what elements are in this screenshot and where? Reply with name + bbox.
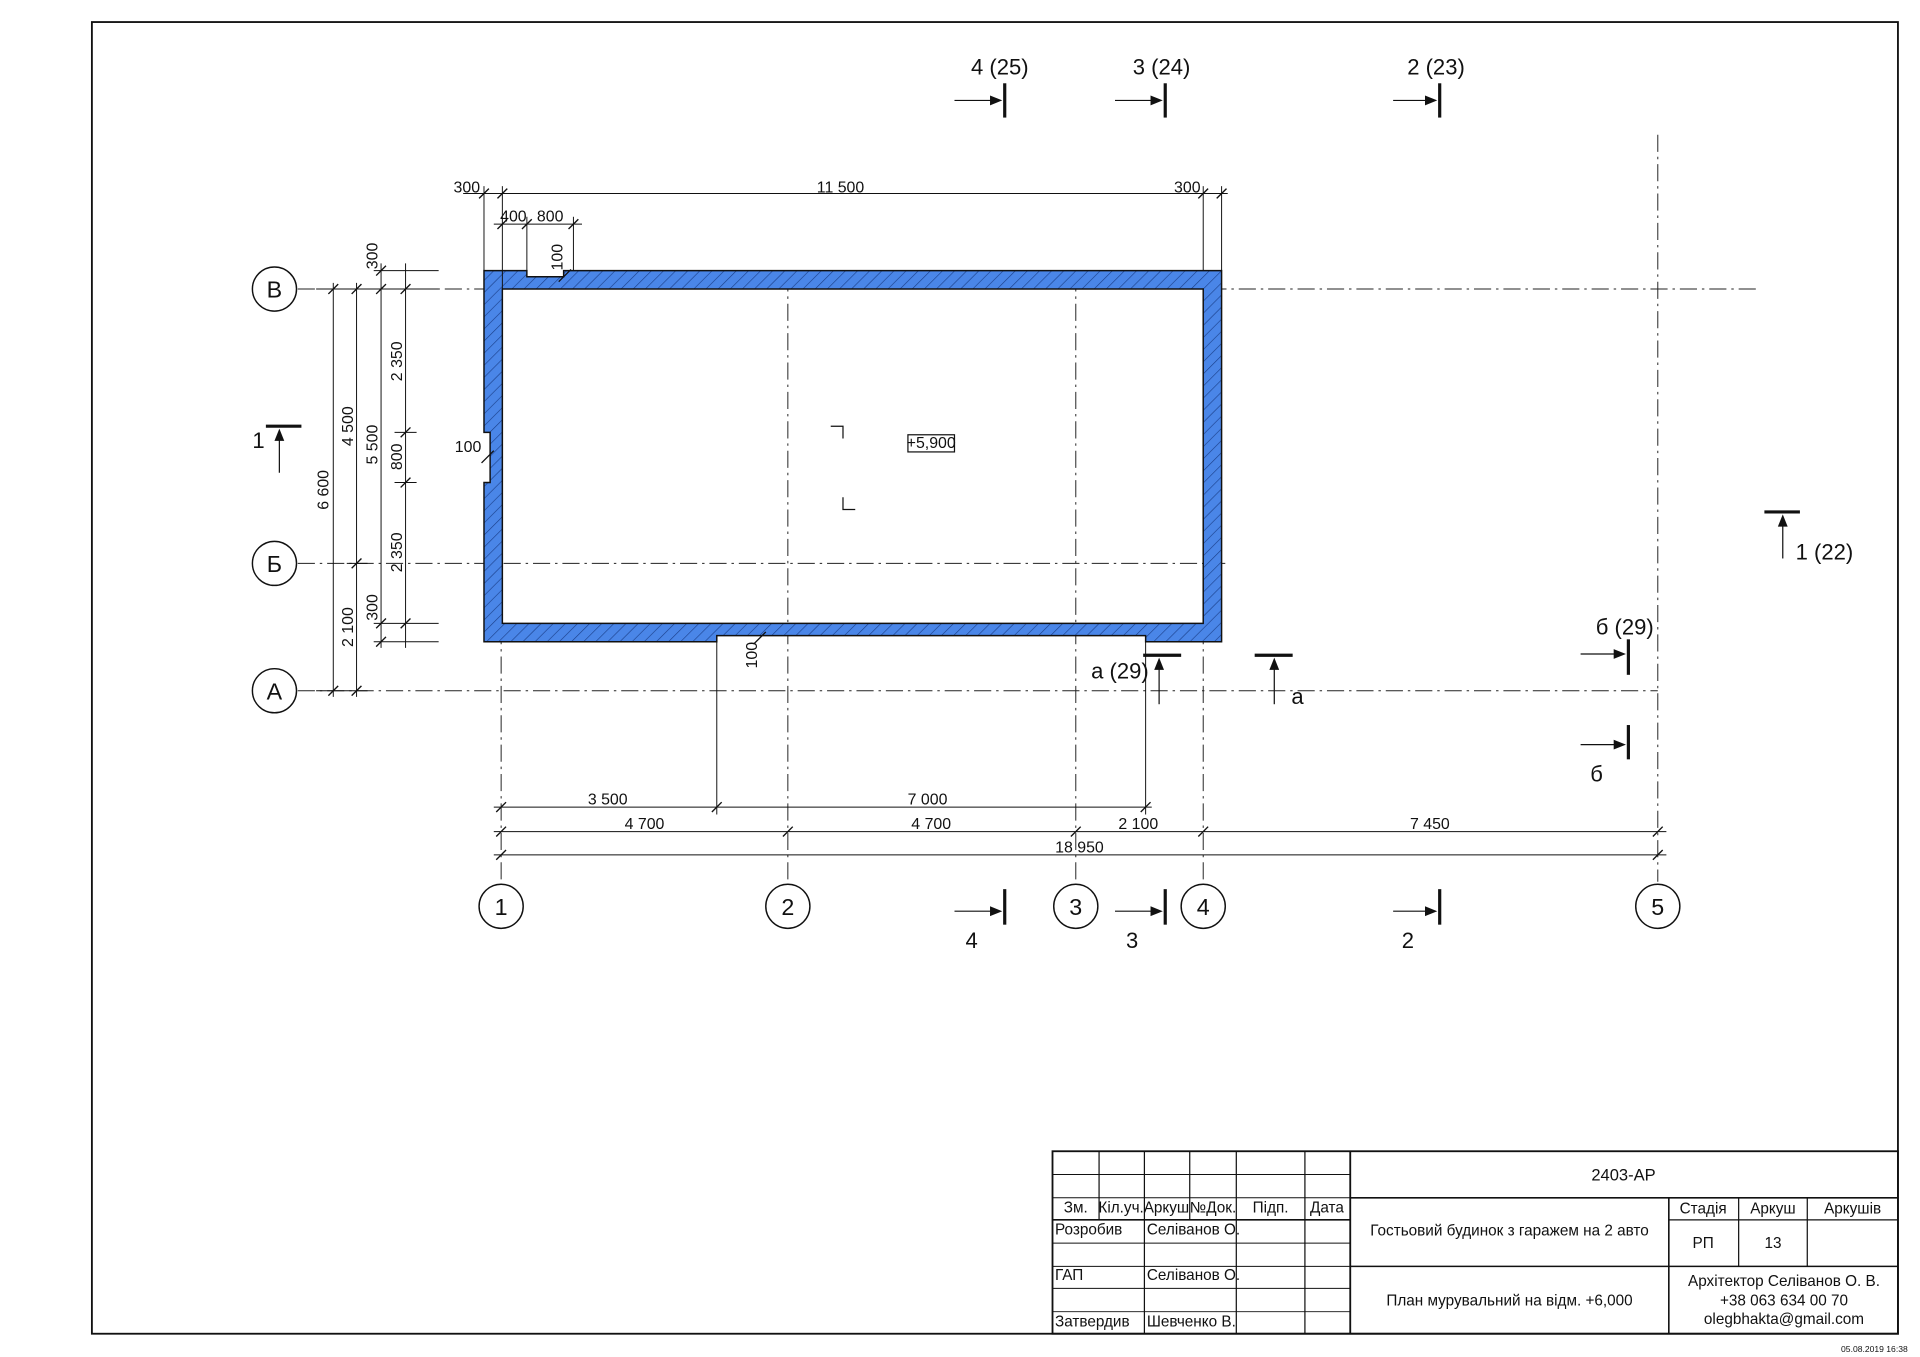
section-label-6-29: б (29) — [1596, 614, 1654, 639]
name-developed: Селіванов О. — [1147, 1222, 1240, 1239]
dim-300-top: 300 — [364, 243, 381, 270]
dim-2350-top: 2 350 — [389, 341, 406, 381]
elevation-marks — [830, 425, 956, 511]
svg-text:Б: Б — [267, 551, 282, 577]
role-developed: Розробив — [1055, 1222, 1122, 1239]
svg-text:В: В — [267, 277, 283, 303]
name-gap: Селіванов О. — [1147, 1267, 1240, 1284]
dim-300-right: 300 — [1174, 179, 1201, 196]
dim-100-top: 100 — [549, 244, 566, 271]
dim-2100-left: 2 100 — [340, 607, 357, 647]
svg-text:2: 2 — [781, 894, 794, 920]
stage-label: Стадія — [1680, 1201, 1727, 1218]
dimension-lines — [316, 186, 1667, 856]
section-label-6: б — [1590, 761, 1603, 786]
axis-bubble-a: А — [251, 667, 298, 714]
dim-18950: 18 950 — [1055, 839, 1104, 856]
section-label-1-22: 1 (22) — [1796, 540, 1854, 565]
project-name: Гостьовий будинок з гаражем на 2 авто — [1370, 1223, 1648, 1240]
dim-800-left: 800 — [389, 443, 406, 470]
header-data: Дата — [1310, 1199, 1344, 1216]
section-label-1-left: 1 — [252, 428, 264, 453]
axis-grid-lines — [297, 134, 1759, 882]
section-markers — [265, 83, 1800, 925]
section-label-2-23: 2 (23) — [1407, 55, 1465, 80]
dim-4700-a: 4 700 — [625, 816, 665, 833]
section-label-a-29: а (29) — [1091, 659, 1149, 684]
svg-text:5: 5 — [1651, 894, 1664, 920]
sheet-label: Аркуш — [1750, 1201, 1796, 1218]
header-kil-uch: Кіл.уч. — [1098, 1199, 1143, 1216]
axis-bubble-1: 1 — [478, 883, 524, 930]
elevation-mark-label: +5,900 — [907, 435, 956, 452]
dim-4500: 4 500 — [340, 406, 357, 446]
sheet-value: 13 — [1764, 1235, 1781, 1252]
dim-100-bottom: 100 — [744, 642, 761, 669]
dim-7450: 7 450 — [1410, 816, 1450, 833]
axis-bubble-v: В — [251, 266, 298, 312]
role-gap: ГАП — [1055, 1267, 1083, 1284]
header-arkush: Аркуш — [1144, 1199, 1190, 1216]
sheet-title: План мурувальний на відм. +6,000 — [1386, 1293, 1632, 1310]
section-label-3: 3 — [1126, 928, 1138, 953]
svg-text:3: 3 — [1069, 894, 1082, 920]
section-label-a: а — [1291, 684, 1304, 709]
header-pidp: Підп. — [1253, 1199, 1289, 1216]
print-timestamp: 05.08.2019 16:38 — [1841, 1344, 1908, 1354]
dim-2350-bottom: 2 350 — [389, 532, 406, 572]
section-label-3-24: 3 (24) — [1133, 55, 1191, 80]
name-approved: Шевченко В. — [1147, 1313, 1236, 1330]
title-block — [1051, 1150, 1899, 1335]
axis-bubble-3: 3 — [1052, 883, 1099, 930]
axis-bubble-2: 2 — [765, 883, 811, 930]
axis-bubble-b: Б — [251, 540, 298, 587]
author-phone: +38 063 634 00 70 — [1720, 1293, 1848, 1310]
section-label-2: 2 — [1402, 928, 1414, 953]
dim-400: 400 — [500, 209, 527, 226]
dim-300-left: 300 — [454, 179, 481, 196]
dim-11500: 11 500 — [817, 179, 865, 196]
section-label-4-25: 4 (25) — [971, 55, 1029, 80]
author-name: Архітектор Селіванов О. В. — [1688, 1273, 1880, 1290]
header-ndok: №Док. — [1190, 1199, 1236, 1216]
dim-300-bottom: 300 — [364, 594, 381, 621]
dim-3500: 3 500 — [588, 792, 628, 809]
header-zm: Зм. — [1064, 1199, 1088, 1216]
stage-value: РП — [1693, 1235, 1714, 1252]
section-label-4: 4 — [966, 928, 978, 953]
svg-text:1: 1 — [495, 894, 508, 920]
axis-bubble-5: 5 — [1635, 883, 1681, 930]
dim-100-left: 100 — [455, 439, 482, 456]
dim-2100-bottom: 2 100 — [1118, 816, 1158, 833]
svg-text:А: А — [267, 678, 283, 704]
axis-bubble-4: 4 — [1180, 883, 1227, 930]
role-approved: Затвердив — [1055, 1313, 1130, 1330]
author-email: olegbhakta@gmail.com — [1704, 1311, 1864, 1328]
svg-text:4: 4 — [1197, 894, 1210, 920]
dim-4700-b: 4 700 — [911, 816, 951, 833]
project-code: 2403-АР — [1591, 1166, 1655, 1185]
dimension-ticks — [327, 188, 1664, 861]
dim-5500: 5 500 — [364, 425, 381, 465]
dim-6600: 6 600 — [315, 470, 332, 510]
dim-800: 800 — [537, 209, 564, 226]
sheets-label: Аркушів — [1824, 1201, 1881, 1218]
dim-7000: 7 000 — [908, 792, 948, 809]
masonry-walls — [483, 269, 1223, 643]
sheet-frame — [90, 21, 1899, 1335]
